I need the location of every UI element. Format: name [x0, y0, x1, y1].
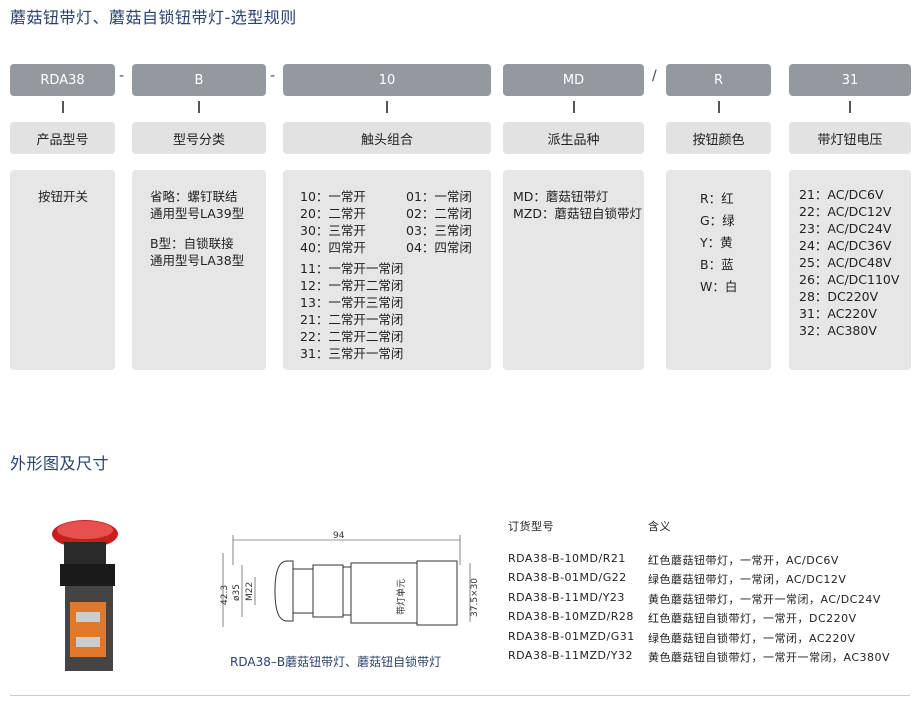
drawing-caption: RDA38–B蘑菇钮带灯、蘑菇钮自锁带灯 [230, 655, 442, 669]
detail-color: R：红 G：绿 Y：黄 B：蓝 W：白 [666, 170, 771, 370]
connector-line [198, 101, 200, 113]
separator: - [270, 68, 276, 84]
code-color: R [666, 64, 771, 96]
detail-text: Y：黄 [700, 235, 733, 250]
label-voltage: 带灯钮电压 [789, 122, 911, 154]
label-product: 产品型号 [10, 122, 115, 154]
product-photo [52, 520, 118, 671]
detail-text: MD：蘑菇钮带灯 [513, 189, 609, 204]
separator: - [119, 68, 125, 84]
connector-line [573, 101, 575, 113]
detail-text: 13：一常开三常闭 [300, 295, 404, 310]
table-row: RDA38-B-10MZD/R28 红色蘑菇钮自锁带灯，一常开，DC220V [508, 610, 890, 630]
label-variant: 派生品种 [503, 122, 644, 154]
separator: / [652, 68, 657, 84]
detail-text: MZD：蘑菇钮自锁带灯 [513, 206, 642, 221]
connector-line [849, 101, 851, 113]
detail-text: 32：AC380V [799, 323, 877, 338]
detail-text: 31：三常开一常闭 [300, 346, 404, 361]
detail-text: B型：自锁联接 [150, 236, 234, 251]
detail-variant: MD：蘑菇钮带灯 MZD：蘑菇钮自锁带灯 [503, 170, 644, 370]
detail-text: G：绿 [700, 213, 735, 228]
detail-text: 通用型号LA38型 [150, 253, 245, 268]
unit-label: 带灯单元 [395, 579, 407, 615]
order-meaning: 黄色蘑菇钮自锁带灯，一常开一常闭，AC380V [648, 651, 891, 664]
bottom-divider [10, 695, 910, 696]
code-contacts: 10 [283, 64, 491, 96]
section-title: 外形图及尺寸 [10, 454, 110, 473]
order-code: RDA38-B-01MZD/G31 [508, 629, 635, 643]
detail-text: 25：AC/DC48V [799, 255, 892, 270]
detail-text: 10：一常开 [300, 189, 366, 204]
detail-text: 24：AC/DC36V [799, 238, 892, 253]
order-meaning: 红色蘑菇钮自锁带灯，一常开，DC220V [648, 612, 857, 625]
label-type: 型号分类 [132, 122, 266, 154]
order-code: RDA38-B-10MZD/R28 [508, 610, 634, 623]
dim-length: 94 [333, 531, 345, 541]
detail-text: 40：四常开 [300, 240, 366, 255]
code-voltage: 31 [789, 64, 911, 96]
dim-thread: M22 [245, 582, 255, 601]
code-product: RDA38 [10, 64, 115, 96]
detail-text: 02：二常闭 [406, 206, 472, 221]
connector-line [62, 101, 64, 113]
order-code: RDA38-B-11MZD/Y32 [508, 649, 633, 662]
detail-text: 11：一常开一常闭 [300, 261, 404, 276]
detail-text: 26：AC/DC110V [799, 272, 900, 287]
table-row: RDA38-B-10MD/R21 红色蘑菇钮带灯，一常开，AC/DC6V [508, 552, 890, 572]
detail-text: 31：AC220V [799, 306, 877, 321]
order-meaning: 红色蘑菇钮带灯，一常开，AC/DC6V [648, 553, 839, 567]
detail-text: 28：DC220V [799, 289, 879, 304]
connector-line [386, 101, 388, 113]
table-row: RDA38-B-11MZD/Y32 黄色蘑菇钮自锁带灯，一常开一常闭，AC380V [508, 649, 890, 669]
order-meaning: 绿色蘑菇钮带灯，一常闭，AC/DC12V [648, 573, 847, 586]
page-title: 蘑菇钮带灯、蘑菇自锁钮带灯-选型规则 [10, 8, 297, 27]
detail-type: 省略：螺钉联结 通用型号LA39型 B型：自锁联接 通用型号LA38型 [132, 170, 266, 370]
table-header: 含义 [648, 520, 671, 533]
detail-text: 03：三常闭 [406, 223, 472, 238]
order-code: RDA38-B-11MD/Y23 [508, 590, 625, 604]
detail-text: 21：二常开一常闭 [300, 312, 404, 327]
order-table: 订货型号 含义 RDA38-B-10MD/R21 红色蘑菇钮带灯，一常开，AC/DC… [508, 518, 890, 669]
order-code: RDA38-B-01MD/G22 [508, 571, 627, 584]
detail-text: R：红 [700, 191, 734, 206]
detail-text: W：白 [700, 279, 738, 294]
order-meaning: 绿色蘑菇钮自锁带灯，一常闭，AC220V [648, 631, 856, 645]
table-row: RDA38-B-11MD/Y23 黄色蘑菇钮带灯，一常开一常闭，AC/DC24V [508, 591, 890, 611]
code-variant: MD [503, 64, 644, 96]
detail-text: B：蓝 [700, 257, 734, 272]
dim-diameter: ø35 [232, 584, 242, 601]
detail-text: 省略：螺钉联结 [150, 189, 238, 204]
detail-text: 01：一常闭 [406, 189, 472, 204]
table-row: RDA38-B-01MD/G22 绿色蘑菇钮带灯，一常闭，AC/DC12V [508, 571, 890, 591]
detail-product: 按钮开关 [10, 170, 115, 370]
table-header: 订货型号 [508, 520, 554, 533]
detail-voltage: 21：AC/DC6V 22：AC/DC12V 23：AC/DC24V 24：AC… [789, 170, 911, 370]
dimension-drawing: 94 42.3 ø35 M22 37.5×30 带灯单元 [220, 531, 480, 627]
detail-text: 12：一常开二常闭 [300, 278, 404, 293]
label-color: 按钮颜色 [666, 122, 771, 154]
table-row: RDA38-B-01MZD/G31 绿色蘑菇钮自锁带灯，一常闭，AC220V [508, 630, 890, 650]
detail-text: 按钮开关 [38, 189, 89, 204]
detail-text: 21：AC/DC6V [799, 187, 884, 202]
detail-contacts: 10：一常开 01：一常闭 20：二常开 02：二常闭 30：三常开 03：三常闭 4… [283, 170, 491, 370]
label-contacts: 触头组合 [283, 122, 491, 154]
dim-size: 37.5×30 [470, 578, 480, 617]
detail-text: 22：AC/DC12V [799, 204, 892, 219]
order-meaning: 黄色蘑菇钮带灯，一常开一常闭，AC/DC24V [648, 592, 881, 606]
detail-text: 通用型号LA39型 [150, 206, 245, 221]
code-type: B [132, 64, 266, 96]
dim-height: 42.3 [220, 585, 230, 605]
detail-text: 22：二常开二常闭 [300, 329, 404, 344]
detail-text: 23：AC/DC24V [799, 221, 892, 236]
connector-line [718, 101, 720, 113]
detail-text: 20：二常开 [300, 206, 366, 221]
detail-text: 30：三常开 [300, 223, 366, 238]
detail-text: 04：四常闭 [406, 240, 472, 255]
order-code: RDA38-B-10MD/R21 [508, 551, 626, 565]
